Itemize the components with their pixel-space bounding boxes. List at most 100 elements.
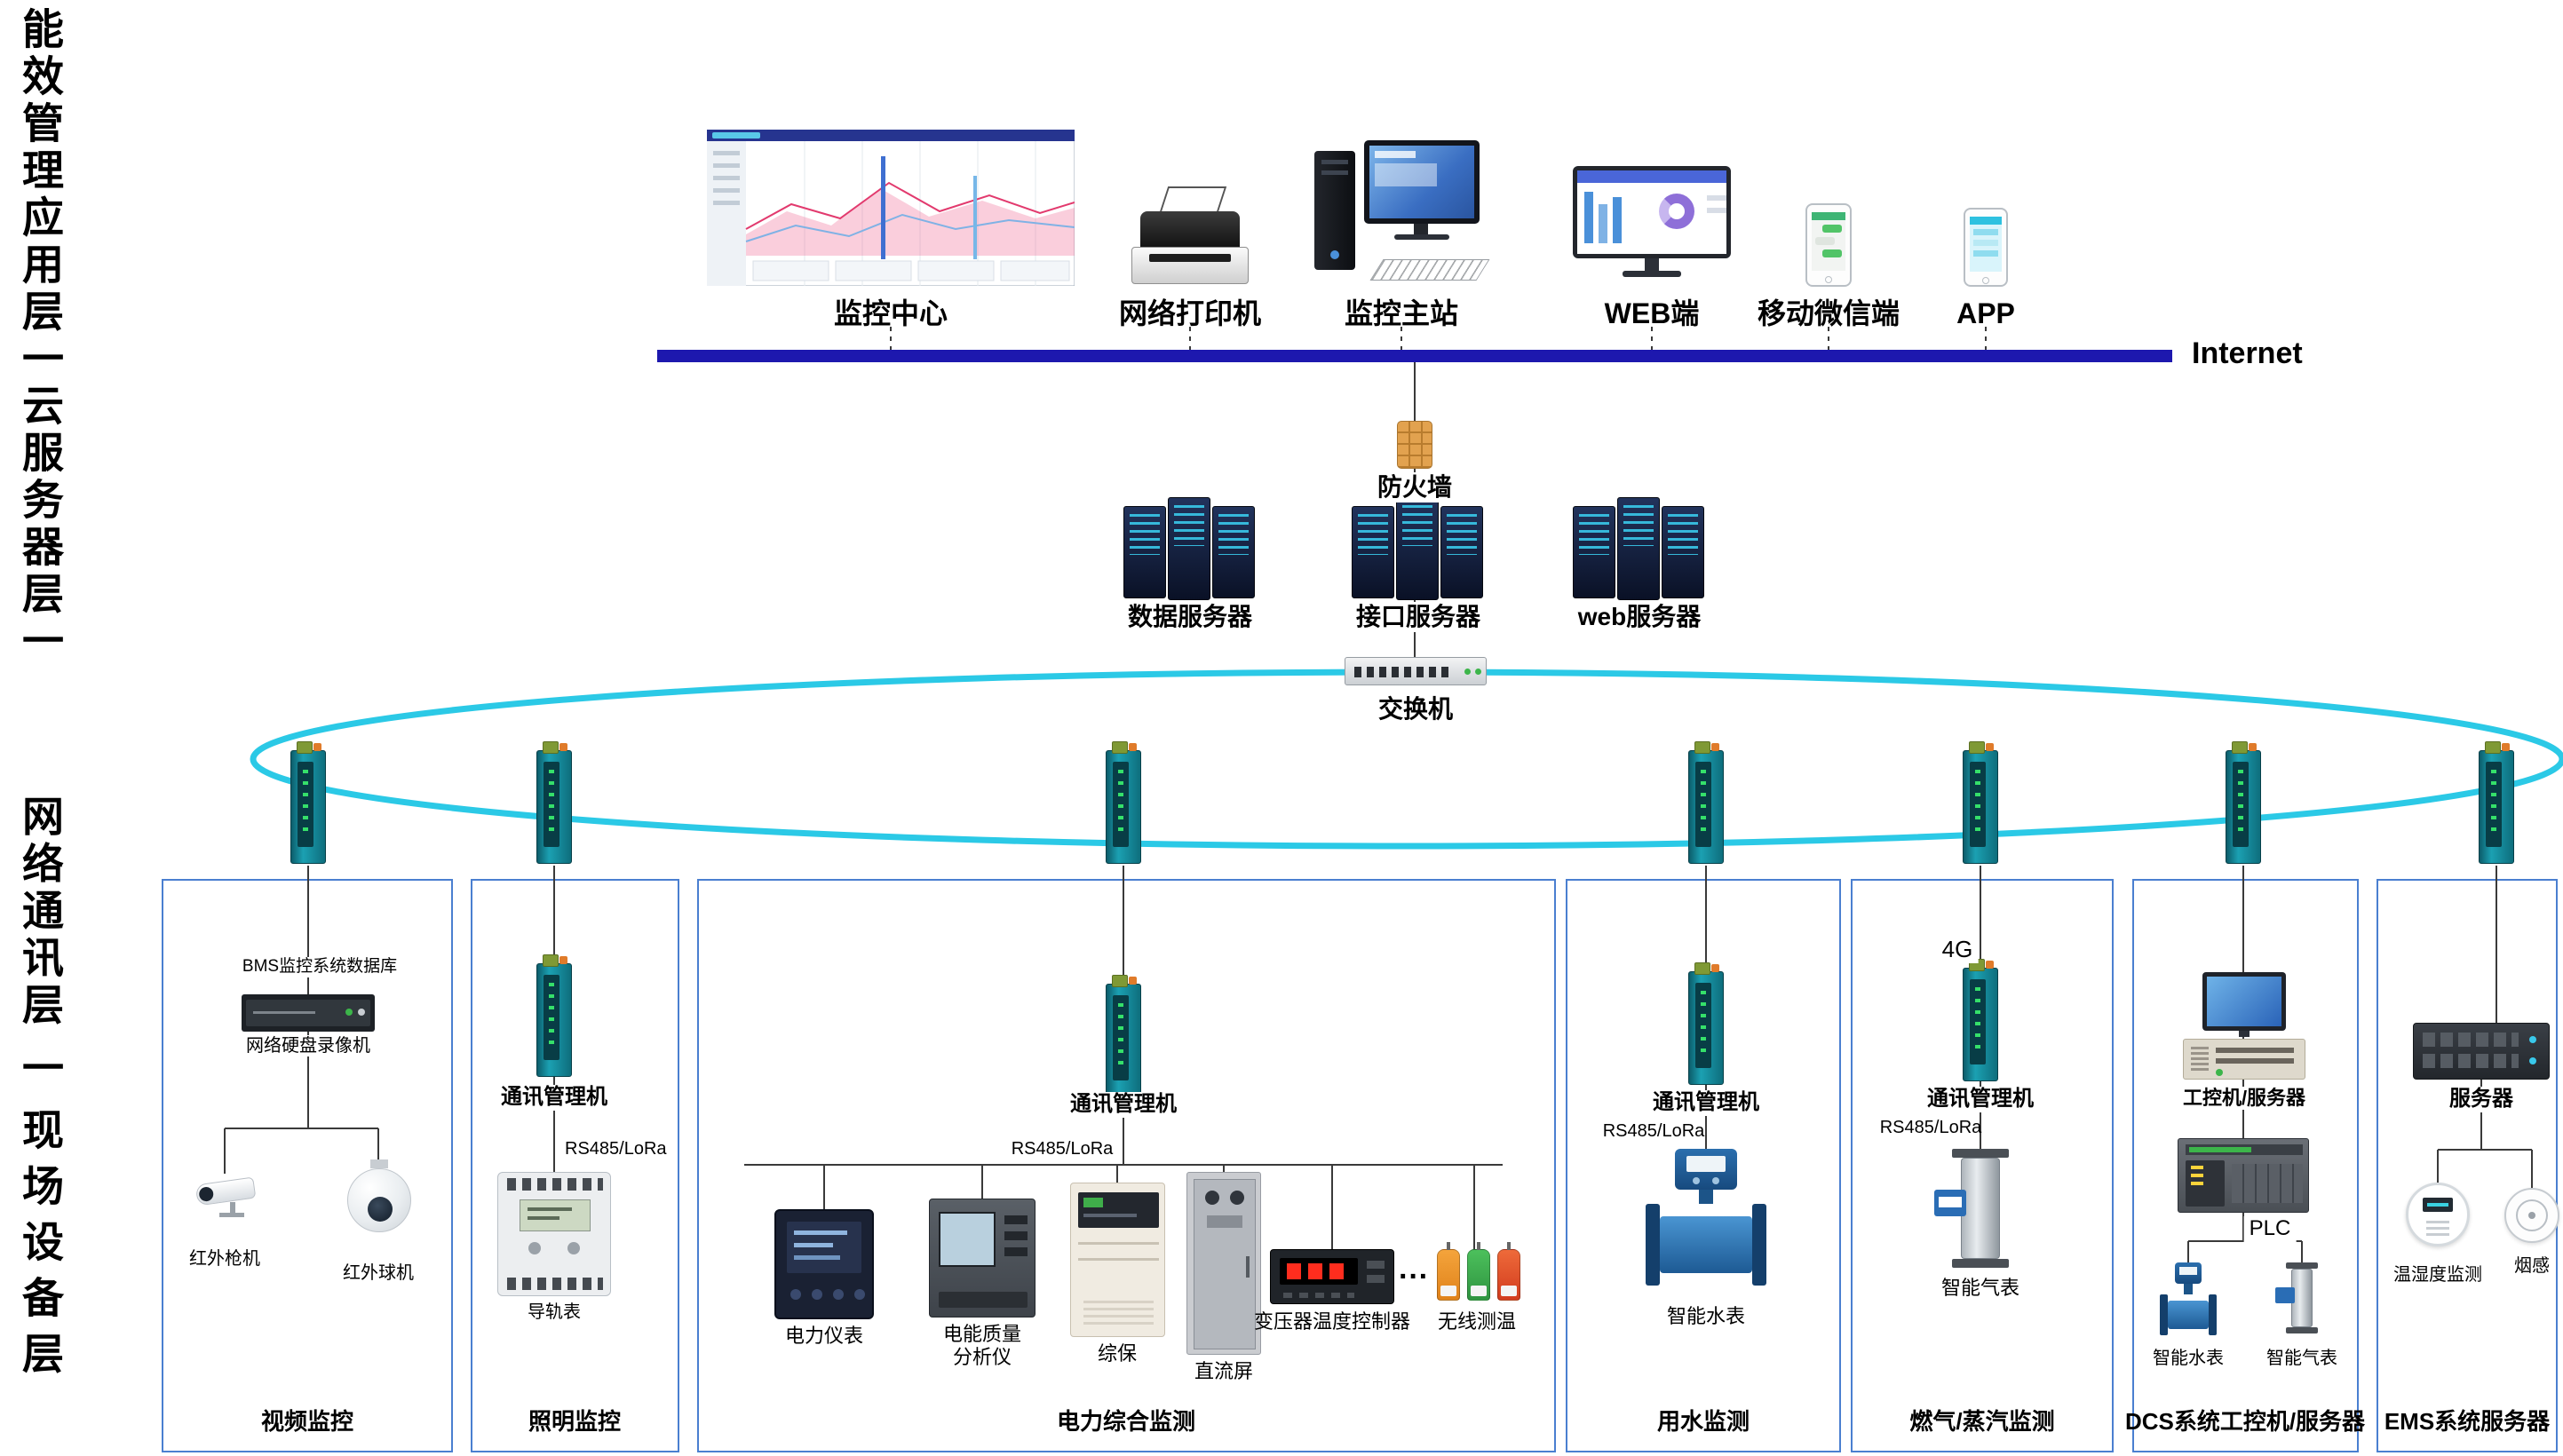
screen-bar [1613,197,1622,243]
din-rail-meter-icon [497,1172,611,1296]
comm-gateway-icon [1688,962,1724,1085]
power-bus-label: RS485/LoRa [1011,1139,1114,1159]
mini-gas-flange [2286,1327,2318,1333]
monitor-base [1394,234,1449,240]
smart-water-meter-icon [1646,1149,1766,1298]
analyzer-buttons [1004,1215,1028,1263]
lcd-line [528,1216,559,1220]
meter-lcd [520,1199,591,1231]
meter-terminals-bottom [507,1278,603,1290]
temp-humidity-label: 温湿度监测 [2393,1265,2482,1285]
screen-header [1577,170,1726,183]
firewall-icon [1397,421,1432,469]
relay-display-line [1083,1214,1137,1217]
ring-gateway-icon [290,741,326,864]
monitoring-dashboard-screenshot [706,129,1075,287]
plc-icon [2178,1138,2309,1213]
power-box-title: 电力综合监测 [1056,1408,1196,1435]
web-terminal-icon [1573,166,1731,285]
gas-box-title: 燃气/蒸汽监测 [1909,1408,2055,1435]
mini-meter-flange [2209,1294,2217,1335]
mini-meter-flange [2160,1294,2168,1335]
power-quality-analyzer-label: 电能质量 分析仪 [942,1323,1022,1369]
mini-meter-head [2175,1262,2202,1284]
plc-cpu-module [2186,1160,2225,1207]
transformer-temp-controller-label: 变压器温度控制器 [1253,1310,1411,1333]
gas-steam-monitoring-box [1851,879,2114,1452]
display-line [794,1243,833,1247]
lcd-line [528,1207,572,1211]
temp-controller-display [1280,1258,1358,1285]
meter-button [812,1289,822,1300]
printer-base [1131,247,1249,284]
ring-gateway-icon [1963,741,1998,864]
plc-leds [2191,1166,2203,1189]
bullet-camera-icon [189,1168,264,1222]
ipc-drive-slot [2216,1058,2294,1064]
water-meter-head [1675,1149,1737,1190]
ring-gateway-icon [2226,741,2261,864]
gateway-panel [1970,979,1986,1064]
gateway-panel [1970,762,1986,847]
camera-bracket [230,1202,235,1213]
smoke-detector-center [2528,1212,2535,1219]
relay-display-green [1083,1198,1103,1207]
gateway-panel [544,762,559,847]
pc-tower-drive [1321,170,1348,175]
nvr-icon [242,994,375,1032]
app-row [1973,240,1998,246]
display-line [794,1255,840,1260]
smoke-detector-ring [2516,1199,2548,1231]
wireless-temp-label: 无线测温 [1437,1310,1517,1333]
server-led [2529,1036,2536,1043]
phone-home-button [1982,277,1989,284]
gas-meter-body [1961,1158,2000,1259]
meter-button [833,1289,844,1300]
ipc-chassis-icon [2183,1039,2305,1080]
dome-camera-mount [370,1159,388,1168]
plc-io-slots [2232,1164,2303,1203]
smart-gas-meter-label: 智能气表 [1940,1277,2020,1299]
transformer-temp-controller-icon [1270,1249,1394,1304]
water-bus-label: RS485/LoRa [1602,1121,1705,1141]
water-meter-screen [1686,1156,1726,1172]
camera-lens [198,1186,215,1203]
sensor-display-line [2427,1203,2448,1207]
app-row [1973,250,1998,257]
app-header [1970,217,2002,225]
camera-lens [368,1197,393,1222]
nvr-label: 网络硬盘录像机 [241,1035,376,1056]
printer-top [1140,211,1240,250]
water-meter-flange [1646,1204,1660,1286]
server-drive-row [2423,1033,2519,1047]
monitor-center-label: 监控中心 [833,297,948,329]
plc-terminal-row [2186,1144,2303,1155]
bullet-camera-label: 红外枪机 [189,1249,260,1269]
protection-relay-icon [1070,1183,1165,1337]
meter-button [567,1242,580,1254]
nvr-vent [253,1011,315,1014]
temp-digit [1287,1263,1301,1279]
sensor-grille [2426,1233,2449,1236]
ellipsis-label: ··· [1399,1260,1429,1294]
ipc-vents [2191,1047,2209,1073]
ring-gateway-icon [536,741,572,864]
gateway-panel [1113,995,1129,1080]
ems-server-label: 服务器 [2444,1087,2519,1112]
web-monitor-screen [1577,170,1726,254]
water-meter-pipe [1660,1216,1752,1273]
gateway-panel [1695,762,1711,847]
ems-box-title: EMS系统服务器 [2384,1408,2551,1435]
pc-power-led [1330,250,1339,259]
mini-gas-flange [2286,1262,2318,1269]
wechat-bubble [1815,237,1835,245]
switch-label: 交换机 [1372,694,1459,724]
wechat-bubble [1822,225,1842,233]
temp-humidity-sensor-icon [2406,1183,2470,1246]
server-tower [1662,506,1704,598]
dome-camera-label: 红外球机 [343,1263,414,1283]
sensor-grille [2426,1227,2449,1230]
nvr-led [345,1009,353,1016]
network-printer-icon [1131,186,1249,291]
